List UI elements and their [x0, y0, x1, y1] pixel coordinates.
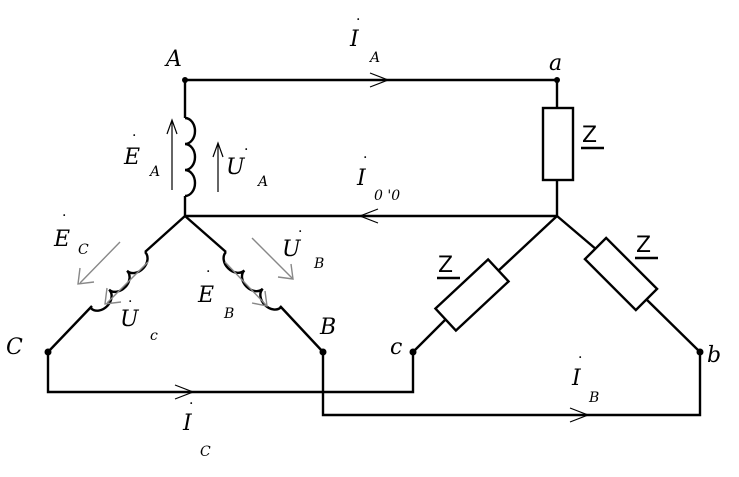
svg-text:U: U [226, 155, 246, 180]
arrow-EB-head [251, 290, 268, 307]
node-dot-a [554, 77, 560, 83]
svg-text:0 '0: 0 '0 [374, 188, 400, 204]
wire-neutral-zc [496, 215, 558, 273]
svg-text:Z: Z [636, 233, 651, 258]
svg-text:·: · [128, 294, 132, 310]
svg-text:·: · [189, 396, 193, 412]
svg-text:A: A [368, 50, 380, 66]
wire-neutral-coilB [184, 215, 227, 253]
wire-coilC-C [47, 305, 93, 353]
arrow-UB-head [277, 263, 294, 280]
label-UA: U · A [226, 142, 268, 190]
arrow-EB [224, 261, 267, 306]
arrow-UC-head [104, 287, 122, 305]
svg-text:I: I [182, 411, 193, 436]
inductor-B [222, 251, 283, 311]
svg-text:U: U [120, 307, 140, 332]
wire-zb-b [644, 297, 701, 353]
arrow-I00 [358, 208, 379, 224]
label-UB: U · B [282, 224, 324, 272]
arrow-UA-head [212, 141, 224, 158]
label-EB: E · B [197, 264, 234, 322]
label-zc: Z [437, 253, 460, 280]
label-node-a: a [549, 51, 562, 76]
svg-text:·: · [578, 350, 582, 366]
wire-B-b [321, 352, 702, 417]
label-zb: Z [635, 233, 658, 260]
svg-text:E: E [53, 227, 70, 252]
label-UC: U · c [120, 294, 158, 344]
svg-text:B: B [313, 256, 324, 272]
load-zc [433, 257, 511, 333]
svg-text:c: c [150, 328, 158, 344]
arrow-IC [174, 384, 195, 400]
arrow-EC-head [77, 267, 95, 285]
svg-text:E: E [123, 145, 140, 170]
label-node-A: A [164, 47, 182, 72]
svg-text:Z: Z [582, 123, 597, 148]
node-dot-C [44, 348, 52, 356]
svg-text:I: I [356, 166, 367, 191]
label-node-b: b [707, 343, 721, 368]
svg-text:C: C [78, 242, 89, 258]
wire-zc-c [412, 317, 448, 353]
wire-coilB-B [279, 305, 324, 353]
wire-neutral-zb [556, 215, 598, 251]
svg-text:Z: Z [438, 253, 453, 278]
svg-text:A: A [148, 164, 160, 180]
node-dot-b [696, 348, 704, 356]
arrow-EC [79, 241, 121, 284]
svg-text:I: I [571, 366, 582, 391]
wire-C-c [46, 352, 415, 394]
load-zb [583, 236, 659, 312]
svg-text:A: A [256, 174, 268, 190]
svg-text:I: I [349, 27, 360, 52]
svg-text:·: · [356, 12, 360, 28]
svg-text:E: E [197, 283, 214, 308]
label-EA: E · A [123, 128, 160, 180]
svg-text:·: · [132, 128, 136, 144]
svg-text:B: B [588, 390, 599, 406]
svg-text:U: U [282, 237, 302, 262]
svg-text:·: · [298, 224, 302, 240]
arrow-EA-head [166, 118, 178, 135]
inductor-A [184, 116, 197, 198]
arrow-UC [106, 261, 149, 304]
label-za: Z [581, 123, 604, 150]
label-IB: I · B [571, 350, 599, 406]
label-EC: E · C [53, 208, 89, 258]
node-dot-A [182, 77, 188, 83]
wire-neutral-coilC [144, 215, 186, 253]
arrow-IB [569, 407, 590, 423]
label-node-c: c [390, 335, 402, 360]
svg-text:C: C [200, 444, 211, 460]
node-dot-B [319, 348, 327, 356]
svg-text:·: · [206, 264, 210, 280]
arrow-IA [369, 72, 390, 88]
label-node-B: B [319, 315, 336, 340]
label-I00: I · 0 '0 [356, 150, 400, 204]
node-dot-c [409, 348, 417, 356]
svg-text:B: B [223, 306, 234, 322]
label-IA: I · A [349, 12, 380, 66]
svg-text:·: · [363, 150, 367, 166]
load-za [541, 106, 575, 182]
label-node-C: C [6, 335, 23, 360]
inductor-C [90, 251, 149, 312]
label-IC: I · C [182, 396, 211, 460]
arrow-UB [251, 237, 293, 279]
svg-text:·: · [244, 142, 248, 158]
svg-text:·: · [62, 208, 66, 224]
